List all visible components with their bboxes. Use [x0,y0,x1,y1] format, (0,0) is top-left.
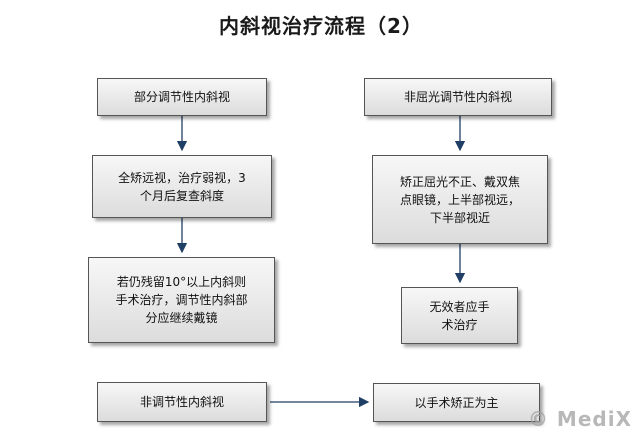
box-correct-refraction-bifocals: 矫正屈光不正、戴双焦点眼镜，上半部视远，下半部视近 [372,155,548,244]
box-nonrefractive-accommodative-esotropia: 非屈光调节性内斜视 [364,78,552,116]
box-residual-esotropia-surgery: 若仍残留10°以上内斜则手术治疗，调节性内斜部分应继续戴镜 [88,257,275,343]
box-ineffective-surgery: 无效者应手术治疗 [401,287,518,344]
box-partial-accommodative-esotropia: 部分调节性内斜视 [97,78,267,116]
box-surgical-correction: 以手术矫正为主 [373,383,540,422]
watermark: © MediX [527,407,632,431]
diagram-title: 内斜视治疗流程（2） [219,14,423,38]
box-nonaccommodative-esotropia: 非调节性内斜视 [97,382,267,422]
box-full-correction-hyperopia: 全矫远视，治疗弱视，3个月后复查斜度 [92,155,272,218]
